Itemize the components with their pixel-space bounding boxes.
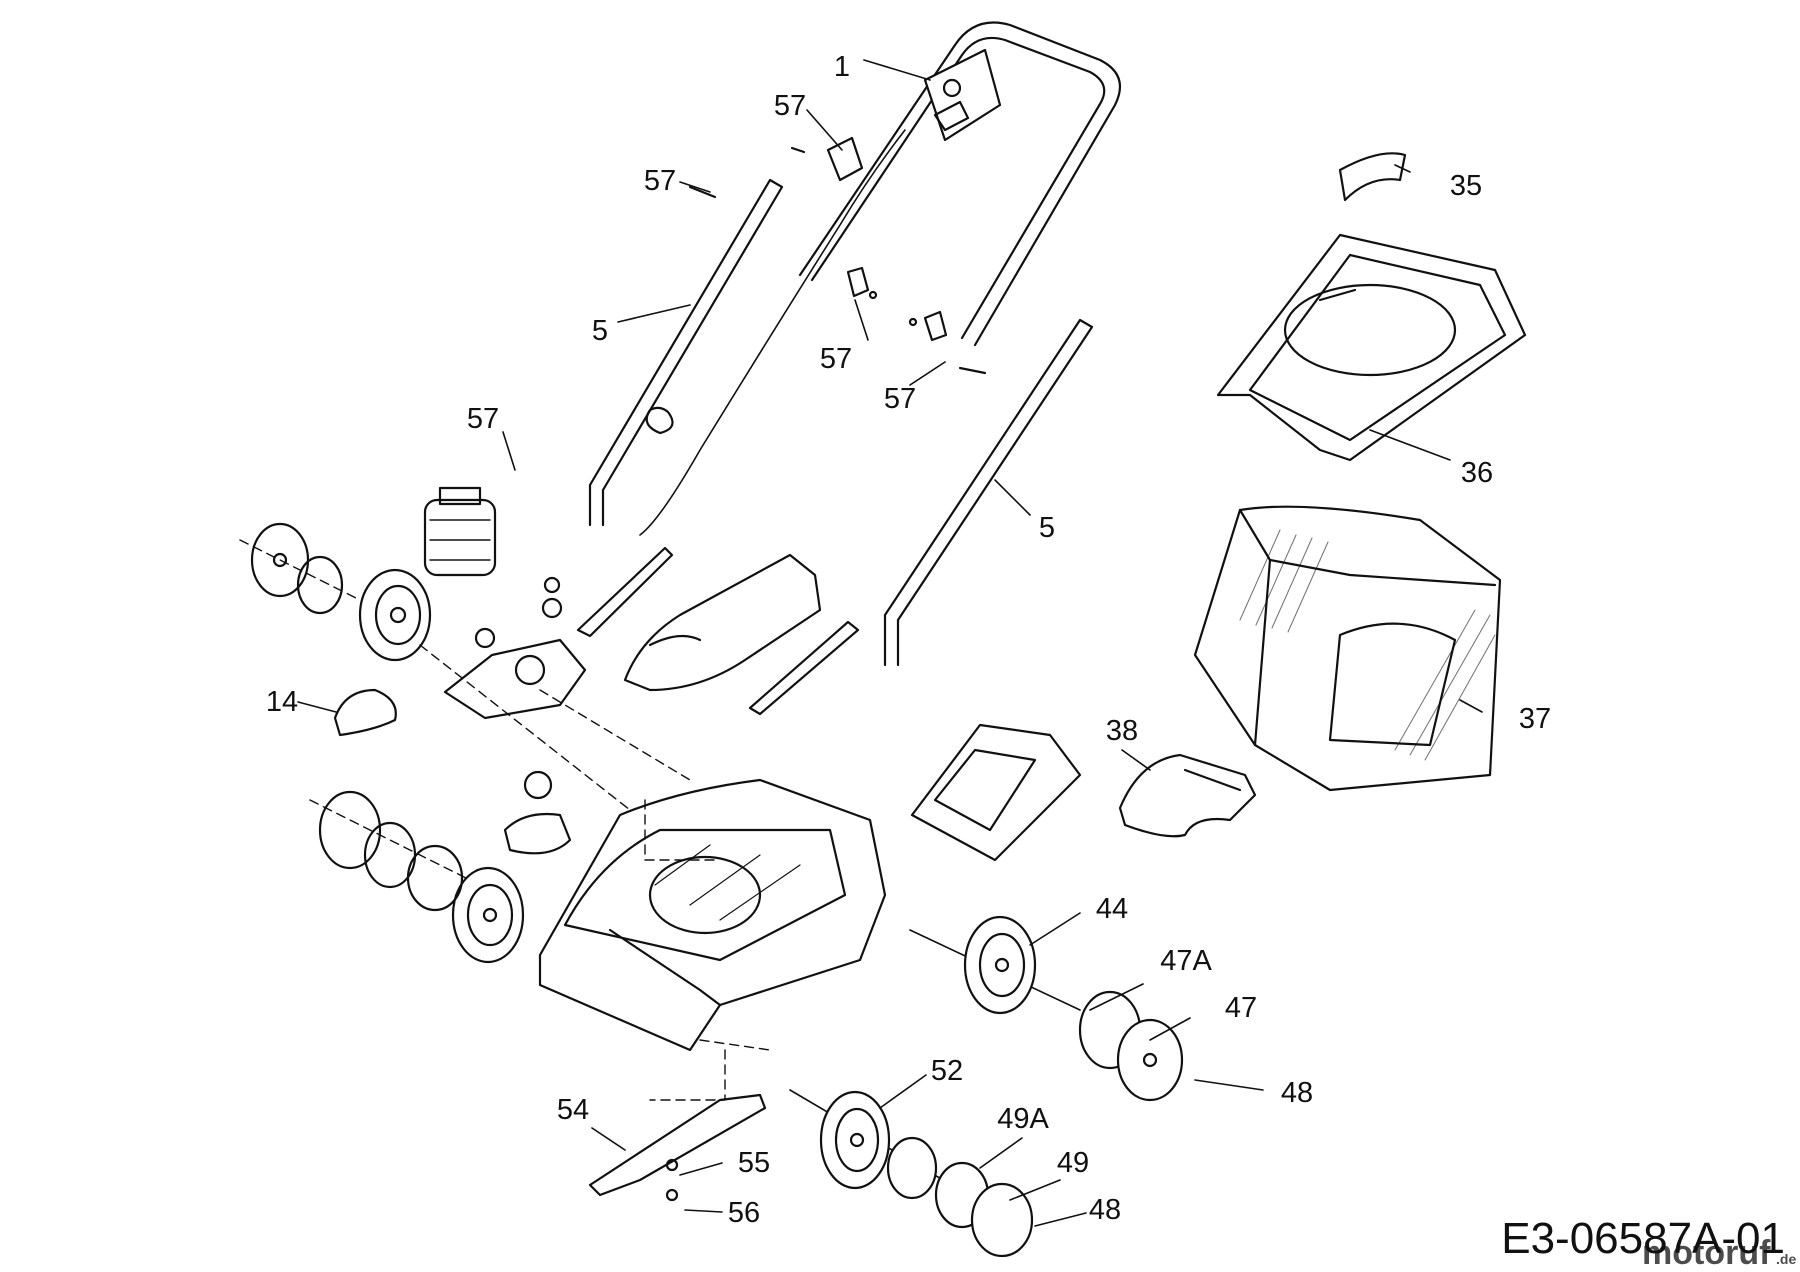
rear-flap — [910, 723, 1082, 862]
blade-pulley — [503, 770, 572, 855]
cable-clip — [790, 136, 864, 182]
callout-14: 14 — [266, 686, 298, 718]
hubcap-front-left — [318, 790, 464, 912]
callout-47A: 47A — [1160, 945, 1212, 977]
callout-37: 37 — [1519, 703, 1551, 735]
drive-belt — [333, 688, 397, 737]
callout-57-top: 57 — [774, 90, 806, 122]
callout-labels: 1 57 57 57 57 57 35 36 5 5 14 37 38 44 4… — [266, 51, 1551, 1229]
side-rails — [576, 546, 860, 716]
wheel-rear-right — [963, 915, 1037, 1015]
callout-47: 47 — [1225, 992, 1257, 1024]
lower-handle-left — [588, 178, 784, 527]
callout-57-screw: 57 — [644, 165, 676, 197]
small-clips — [688, 185, 987, 375]
gearbox-housing — [443, 576, 587, 720]
callout-52: 52 — [931, 1055, 963, 1087]
mower-deck — [538, 778, 887, 1052]
wheel-rear-left-outer — [358, 568, 432, 662]
callout-5-right: 5 — [1039, 512, 1055, 544]
watermark-logo: motoruf .de — [1642, 1234, 1796, 1272]
deflector-plug — [1118, 753, 1257, 838]
callout-49: 49 — [1057, 1147, 1089, 1179]
motor — [423, 486, 497, 577]
catcher-basket — [1193, 505, 1502, 792]
svg-text:.de: .de — [1776, 1251, 1796, 1267]
wheel-front-left — [451, 866, 525, 964]
callout-5-left: 5 — [592, 315, 608, 347]
callout-48-right: 48 — [1281, 1077, 1313, 1109]
catcher-handle — [1338, 152, 1407, 202]
callout-38: 38 — [1106, 715, 1138, 747]
svg-text:motoruf: motoruf — [1642, 1234, 1771, 1272]
callout-36: 36 — [1461, 457, 1493, 489]
cable — [639, 129, 906, 536]
lower-handle-right — [883, 318, 1094, 667]
callout-56: 56 — [728, 1197, 760, 1229]
assembly-lines — [239, 539, 771, 1101]
wheel-front-right — [819, 1090, 891, 1190]
motor-cover — [623, 553, 822, 692]
callout-57-left: 57 — [820, 343, 852, 375]
callout-57-right: 57 — [884, 383, 916, 415]
switch-box — [923, 48, 1002, 142]
callout-54: 54 — [557, 1094, 589, 1126]
callout-57-motor: 57 — [467, 403, 499, 435]
callout-1: 1 — [834, 51, 850, 83]
blade — [588, 1093, 767, 1202]
catcher-top — [1216, 233, 1527, 462]
upper-handle — [798, 21, 1122, 347]
drawing-code: E3-06587A-01 — [1501, 1214, 1785, 1263]
hubcap-rear-right — [1078, 990, 1184, 1102]
callout-35: 35 — [1450, 170, 1482, 202]
callout-49A: 49A — [997, 1103, 1049, 1135]
leader-lines — [297, 59, 1483, 1227]
callout-44: 44 — [1096, 893, 1128, 925]
cable-hook — [645, 406, 674, 435]
hubcap-front-right — [886, 1136, 1034, 1258]
callout-55: 55 — [738, 1147, 770, 1179]
callout-48-left: 48 — [1089, 1194, 1121, 1226]
